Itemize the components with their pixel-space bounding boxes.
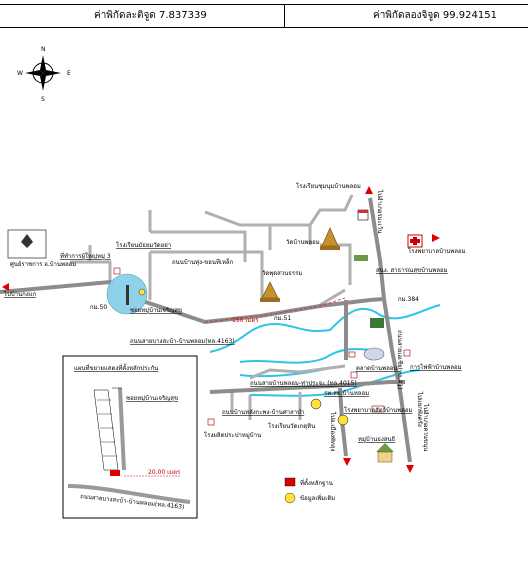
label-school: โรงเรียนชุมนุมบ้านพลอม — [296, 182, 361, 190]
legend-yellow-label: ข้อมูลเพิ่มเติม — [300, 494, 335, 502]
west-arrow-icon — [2, 283, 9, 291]
label-hospital: โรงพยาบาลบ้านพลอม — [408, 247, 466, 255]
label-to-bangthrong: ไปแยกพังตรัง — [416, 391, 424, 427]
compass-n: N — [41, 46, 46, 53]
park-icon — [370, 318, 384, 328]
temple-icon — [320, 227, 340, 250]
school-icon — [357, 209, 369, 221]
label-vet-clinic: โรงพยาบาลสัตว์บ้านพลอม — [344, 406, 413, 414]
longitude-label: ค่าพิกัดลองจิจูด 99.924151 — [373, 10, 497, 21]
inset-soi-label: ซอยหมู่บ้านเจริญสุข — [126, 395, 178, 402]
label-to-phatthalung: ไปอ.เมืองพัทลุง — [329, 411, 337, 451]
south-arrow-icon — [406, 465, 414, 473]
label-to-trang: ไปอำเภอควนขนุน — [422, 403, 430, 451]
label-village-area: หมู่บ้านธงสนธิ — [358, 436, 396, 443]
hospital-icon — [407, 234, 423, 248]
label-soi: ซอยหมู่บ้านเจริญสุข — [130, 307, 182, 314]
legend-red-label: ที่ตั้งหลักฐาน — [300, 477, 333, 487]
label-health-station: สนง. สาธารณสุขบ้านพลอม — [376, 267, 448, 274]
main-roads — [0, 197, 412, 463]
village-school-icon — [113, 267, 121, 275]
info-marker-2 — [337, 414, 349, 426]
public-health-marker — [354, 255, 368, 261]
latitude-label: ค่าพิกัดละติจูด 7.837339 — [94, 10, 207, 21]
house-icon — [376, 443, 394, 463]
coordinates-bar: ค่าพิกัดละติจูด 7.837339 ค่าพิกัดลองจิจู… — [0, 4, 528, 28]
inset-distance-label: 20.00 เมตร — [148, 469, 181, 476]
inset-subject-lot — [110, 470, 120, 476]
label-village-office: ที่ทำการผู้ใหญ่หมู่ 3 — [60, 252, 111, 260]
label-km51: กม.51 — [274, 315, 291, 322]
header-divider — [284, 5, 285, 27]
map-legend: ที่ตั้งหลักฐาน ข้อมูลเพิ่มเติม — [284, 477, 335, 504]
label-km384: กม.384 — [398, 296, 419, 303]
south-arrow-2-icon — [343, 458, 351, 466]
legend-red-swatch — [284, 477, 296, 487]
government-seal-icon — [7, 229, 47, 259]
label-wat-school2: โรงเรียนวัดเกตุหิน — [268, 422, 315, 430]
compass-e: E — [67, 70, 71, 77]
label-road-village: ถนนบ้านทุ่ง-ขอนทีเหล็ก — [172, 257, 234, 266]
label-market: ตลาดบ้านพลอม — [356, 365, 397, 372]
label-village-school: โรงเรียนมัธยมวัดอย่า — [116, 241, 171, 249]
town-hall-icon — [350, 371, 358, 379]
compass-w: W — [17, 70, 23, 77]
label-side-road: ถนนสายเอเชีย(ทล.41) — [396, 330, 404, 390]
label-district-office: ศูนย์ราชการ อ.บ้านพลอม — [10, 260, 76, 268]
water-plant-icon — [207, 418, 215, 426]
inset-map: แผนที่ขยายแสดงที่ตั้งหลักประกัน ซอยหมู่บ… — [62, 355, 198, 519]
subject-info-marker — [138, 288, 146, 296]
info-marker-1 — [310, 398, 322, 410]
temple-2-icon — [260, 281, 280, 302]
label-sub-office: รพ.สต.บ้านหลอม — [324, 390, 369, 397]
label-wat-suan: วัดพุดสวนธรรม — [262, 270, 302, 277]
label-electric-office: การไฟฟ้าบ้านพลอม — [410, 363, 462, 371]
legend-yellow-swatch — [284, 492, 296, 504]
label-distance-150: 150 เมตร — [232, 317, 259, 324]
label-road-soi: ถนนบ้านหลังกะพง-บ้านศาลาบำ — [222, 409, 304, 416]
north-arrow-icon — [365, 186, 373, 194]
inset-title: แผนที่ขยายแสดงที่ตั้งหลักประกัน — [74, 362, 158, 372]
label-wat-phloem: วัดบ้านพลอม — [286, 239, 320, 246]
label-second-road: ถนนสายบ้านพลอม-ท่าประจะ (ทล.4015) — [250, 380, 357, 387]
label-water-plant: โรงผลิตประปาหมู่บ้าน — [204, 431, 261, 439]
subject-lot-marker — [126, 285, 129, 305]
label-km50: กม.50 — [90, 304, 107, 311]
vet-clinic-icon — [371, 405, 385, 413]
label-to-pakphaeng: ไปบ้านกงแก — [3, 290, 37, 298]
small-building-icon — [348, 351, 356, 358]
label-main-road: ถนนสายบางสะบ้า-บ้านพลอม(ทล.4163) — [130, 338, 235, 345]
compass-s: S — [41, 96, 45, 103]
electric-office-icon — [403, 349, 411, 357]
distance-marker-line — [204, 297, 346, 323]
label-ramwai-road: ไปอำเภอรมะเว้น — [376, 189, 384, 233]
hospital-arrow-icon — [432, 234, 440, 242]
river — [209, 304, 441, 397]
compass-rose-icon: N S W E — [17, 46, 71, 103]
market-icon — [363, 347, 385, 361]
